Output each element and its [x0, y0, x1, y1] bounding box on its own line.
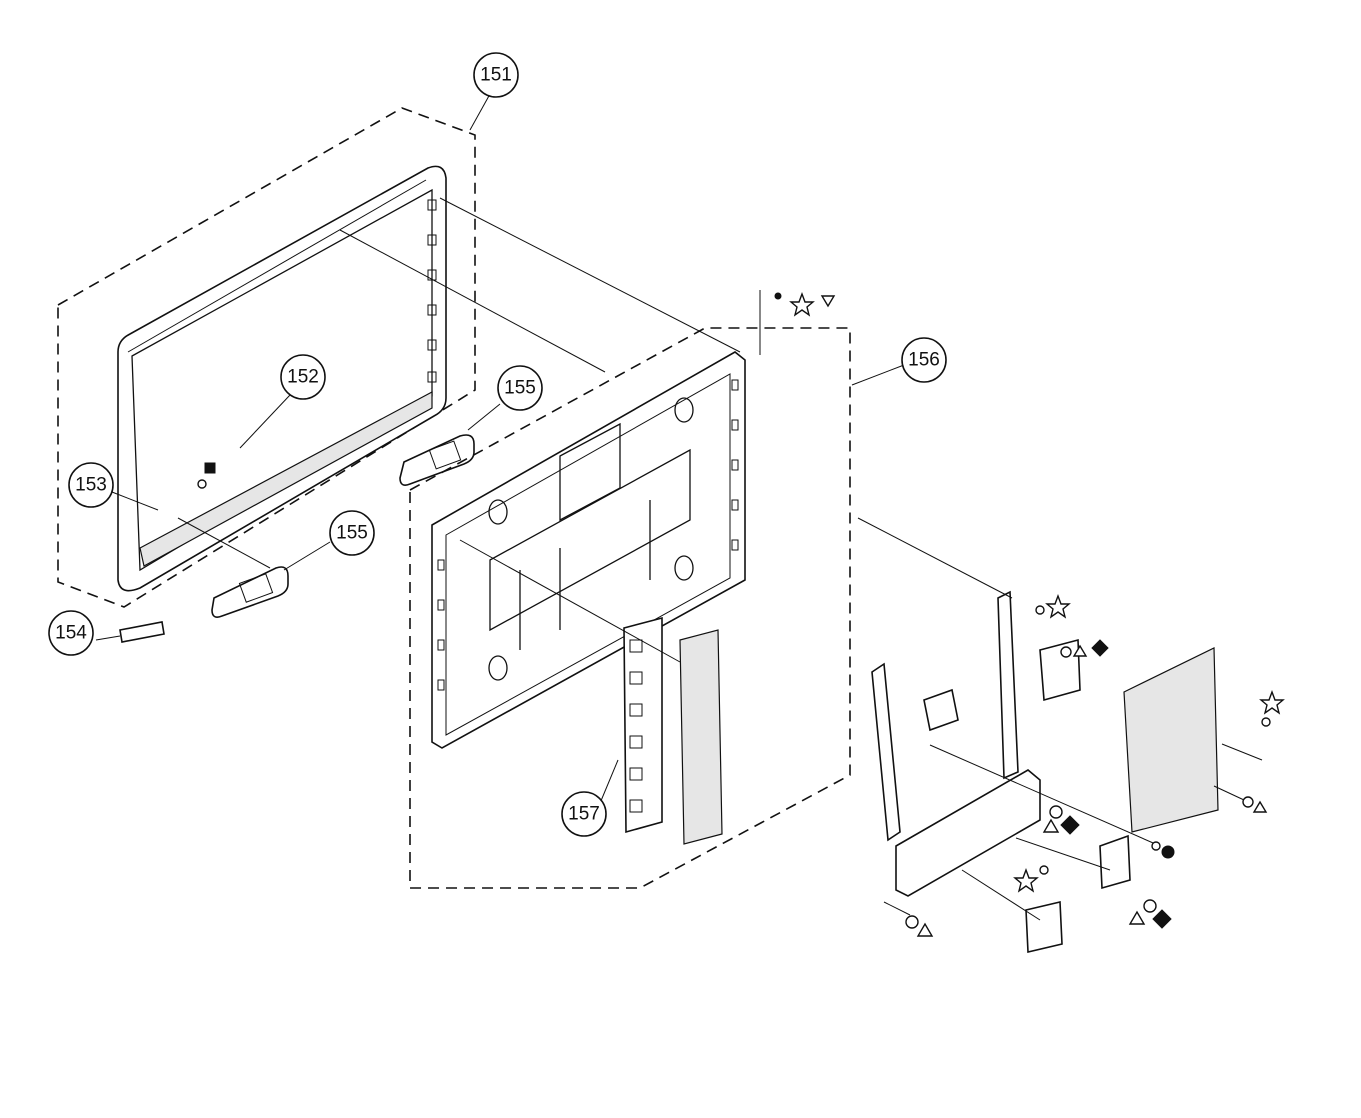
- callout-152-label: 152: [287, 367, 319, 388]
- bezel-group-boundary: [57, 107, 476, 608]
- callout-leaders: [95, 93, 905, 809]
- chassis-group: [409, 327, 851, 889]
- triangle-icon: [1252, 800, 1268, 813]
- callout-155-upper-label: 155: [504, 378, 536, 399]
- callout-154-label: 154: [55, 623, 87, 644]
- screw-icon: [1049, 805, 1063, 819]
- side-brackets: [871, 590, 1219, 953]
- speaker-lower: [211, 566, 289, 618]
- circle-icon: [1161, 845, 1175, 859]
- rear-panel-inner: [445, 373, 731, 736]
- star-icon: [789, 292, 815, 317]
- star-icon: [1045, 594, 1071, 619]
- speaker-upper: [399, 434, 475, 486]
- diamond-icon: [1060, 815, 1080, 835]
- callout-151: 151: [473, 52, 519, 98]
- pcb-connectors: [629, 639, 643, 813]
- diamond-icon: [1091, 639, 1109, 657]
- callout-152: 152: [280, 354, 326, 400]
- small-clip-1: [923, 688, 959, 732]
- triangle-icon: [1128, 910, 1146, 925]
- callout-157: 157: [561, 791, 607, 837]
- star-icon: [1259, 690, 1285, 715]
- callout-156: 156: [901, 337, 947, 383]
- screw-icon: [1242, 796, 1254, 808]
- callout-154: 154: [48, 610, 94, 656]
- small-clip-4: [1025, 901, 1063, 953]
- callout-156-label: 156: [908, 350, 940, 371]
- callout-155-upper: 155: [497, 365, 543, 411]
- callout-153-label: 153: [75, 475, 107, 496]
- pcb-board-shield: [679, 629, 723, 845]
- triangle-icon: [1042, 818, 1060, 833]
- screw-icon: [774, 292, 782, 300]
- bezel-inner-edge: [127, 179, 427, 353]
- diamond-icon: [1152, 909, 1172, 929]
- callout-155-lower-label: 155: [336, 523, 368, 544]
- vertical-rail-right: [997, 590, 1019, 780]
- bracket-154: [119, 621, 165, 643]
- bezel-assembly-group: [57, 107, 476, 608]
- screw-icon: [197, 462, 216, 489]
- small-clip-2: [1039, 638, 1081, 702]
- triangle-icon: [1072, 644, 1088, 657]
- fastener-symbols: [774, 292, 1285, 937]
- star-icon: [1013, 868, 1039, 893]
- triangle-down-icon: [820, 295, 836, 308]
- screw-icon: [1261, 717, 1271, 727]
- screw-icon: [1151, 841, 1161, 851]
- screw-icon: [1035, 605, 1045, 615]
- screw-icon: [1143, 899, 1157, 913]
- callout-153: 153: [68, 462, 114, 508]
- chassis-group-boundary: [409, 327, 851, 889]
- rear-panel: [431, 351, 746, 749]
- rear-panel-edge-tabs: [437, 379, 739, 691]
- bezel-side-tabs: [427, 199, 437, 383]
- bezel-bottom-strip: [139, 390, 433, 567]
- vertical-rail-left: [871, 662, 901, 842]
- circuit-board-right: [1123, 647, 1219, 833]
- screw-icon: [1039, 865, 1049, 875]
- screw-icon: [1060, 646, 1072, 658]
- screw-icon: [905, 915, 919, 929]
- small-clip-3: [1099, 834, 1131, 890]
- callout-151-label: 151: [480, 65, 512, 86]
- leader-lines: [177, 197, 1263, 921]
- callout-155-lower: 155: [329, 510, 375, 556]
- base-bracket: [895, 769, 1041, 897]
- rear-panel-brackets: [488, 397, 694, 681]
- callout-157-label: 157: [568, 804, 600, 825]
- triangle-icon: [916, 922, 934, 937]
